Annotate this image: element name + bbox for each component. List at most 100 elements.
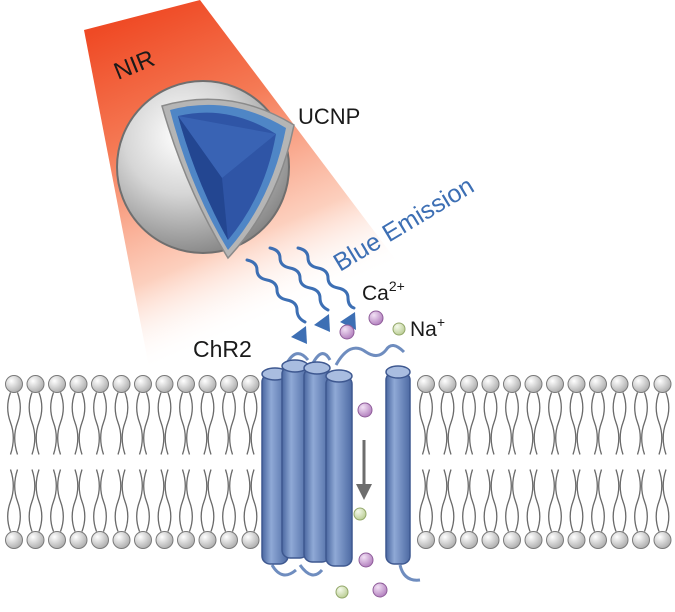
lipid-head xyxy=(653,375,672,393)
lipid-tail xyxy=(533,392,541,455)
lipid-tail xyxy=(207,469,215,532)
lipid-tail xyxy=(662,469,670,532)
lipid-tail xyxy=(229,469,236,532)
lipid-tail xyxy=(641,469,648,532)
lipid-head xyxy=(546,531,564,549)
lipid-head xyxy=(69,375,88,393)
lipid-tail xyxy=(100,392,107,455)
lipid-tail xyxy=(243,392,251,455)
lipid-head xyxy=(155,531,174,549)
lipid-head xyxy=(134,531,152,549)
lipid-tail xyxy=(426,469,433,532)
lipid-head xyxy=(91,375,109,393)
chr2-helix xyxy=(385,371,411,565)
lipid-tail xyxy=(93,469,100,532)
lipid-head xyxy=(417,531,435,549)
lipid-head xyxy=(546,375,564,393)
lipid-tail xyxy=(483,469,491,532)
na-ion xyxy=(392,322,406,336)
ca-ion xyxy=(357,402,373,418)
ucnp-nanoparticle xyxy=(116,80,295,260)
lipid-tail xyxy=(200,469,208,532)
lipid-tail xyxy=(555,392,562,455)
lipid-tail xyxy=(548,392,555,455)
lipid-tail xyxy=(598,392,605,455)
lipid-head xyxy=(112,531,131,549)
lipid-tail xyxy=(114,392,122,455)
lipid-tail xyxy=(157,469,165,532)
lipid-tail xyxy=(78,392,86,455)
lipid-head xyxy=(5,375,23,393)
lipid-tail xyxy=(526,469,534,532)
wavy-arrow-icon xyxy=(296,246,356,330)
chr2-label: ChR2 xyxy=(193,336,252,362)
lipid-tail xyxy=(7,469,14,532)
lipid-tail xyxy=(71,392,79,455)
lipid-head xyxy=(632,531,650,549)
lipid-head xyxy=(610,375,629,393)
lipid-tail xyxy=(179,392,186,455)
lipid-tail xyxy=(57,392,64,455)
lipid-tail xyxy=(14,469,21,532)
lipid-tail xyxy=(490,392,498,455)
lipid-tail xyxy=(426,392,433,455)
lipid-tail xyxy=(222,392,229,455)
wavy-arrow-icon xyxy=(245,258,307,344)
lipid-tail xyxy=(143,469,150,532)
lipid-tail xyxy=(78,469,86,532)
lipid-tail xyxy=(655,392,663,455)
lipid-head xyxy=(438,375,457,393)
lipid-tail xyxy=(576,469,584,532)
arrow-down-icon xyxy=(356,440,372,500)
lipid-tail xyxy=(662,392,670,455)
lipid-head xyxy=(438,531,457,549)
lipid-tail xyxy=(526,392,534,455)
lipid-head xyxy=(632,375,650,393)
lipid-head xyxy=(241,375,260,393)
na-label-base: Na xyxy=(410,318,437,341)
lipid-head xyxy=(177,375,195,393)
lipid-head xyxy=(460,375,478,393)
lipid-tail xyxy=(569,469,577,532)
lipid-head xyxy=(134,375,152,393)
lipid-tail xyxy=(71,469,79,532)
ca-label: Ca2+ xyxy=(362,278,405,305)
lipid-tail xyxy=(50,469,57,532)
lipid-tail xyxy=(533,469,541,532)
lipid-head xyxy=(481,375,500,393)
lipid-head xyxy=(524,531,543,549)
ca-ion xyxy=(372,582,388,598)
lipid-tail xyxy=(186,392,193,455)
lipid-tail xyxy=(419,469,426,532)
lipid-tail xyxy=(7,392,14,455)
lipid-tail xyxy=(143,392,150,455)
na-label-charge: + xyxy=(437,314,445,330)
lipid-tail xyxy=(505,469,512,532)
lipid-tail xyxy=(222,469,229,532)
lipid-head xyxy=(112,375,131,393)
ca-label-charge: 2+ xyxy=(389,278,405,294)
lipid-head xyxy=(481,531,500,549)
lipid-tail xyxy=(207,392,215,455)
lipid-head xyxy=(177,531,195,549)
lipid-tail xyxy=(569,392,577,455)
lipid-tail xyxy=(490,469,498,532)
lipid-tail xyxy=(35,469,43,532)
lipid-tail xyxy=(612,392,620,455)
lipid-tail xyxy=(548,469,555,532)
lipid-tail xyxy=(136,469,143,532)
lipid-head xyxy=(48,375,66,393)
wavy-arrow-icon xyxy=(268,246,330,332)
lipid-tail xyxy=(179,469,186,532)
lipid-tail xyxy=(250,469,258,532)
lipid-head xyxy=(91,531,109,549)
ca-ion xyxy=(358,552,374,568)
chr2-channel xyxy=(261,344,421,582)
lipid-tail xyxy=(121,392,129,455)
lipid-tail xyxy=(35,392,43,455)
lipid-tail xyxy=(419,392,426,455)
lipid-tail xyxy=(462,469,469,532)
lipid-tail xyxy=(164,392,172,455)
ucnp-label: UCNP xyxy=(298,104,360,129)
